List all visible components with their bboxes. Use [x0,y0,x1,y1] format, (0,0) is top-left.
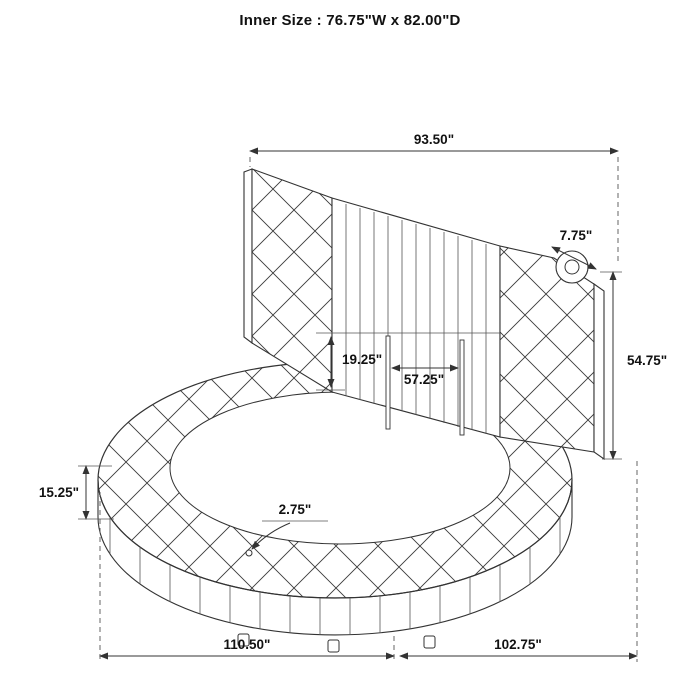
bed-feet [237,633,436,653]
foot-center [327,639,340,653]
dim-scroll-label: 7.75" [560,228,593,243]
side-rail-panel-lines [109,517,561,635]
dim-tuft-depth-label: 2.75" [279,502,312,517]
headboard-right-edge [593,282,605,461]
scroll-outer [555,250,589,284]
dim-scroll-line [551,246,597,270]
dimension-annotations: 93.50" 7.75" 54.75" 19.25" 57.25" 15.25" [39,132,667,662]
channel-tufting-lines [345,204,487,434]
foot-right [423,635,436,649]
platform-side-rail [97,479,573,636]
dim-top-width-label: 93.50" [414,132,454,147]
headboard [243,168,605,461]
leader-tuft [251,522,291,550]
dim-headboard-height-label: 54.75" [627,353,667,368]
tuft-button [245,549,253,557]
headboard-left-wing-tufted [251,168,333,393]
dim-inner-span-label: 57.25" [404,372,444,387]
headboard-left-edge [243,168,253,345]
foot-left [237,633,250,647]
inner-size-title: Inner Size : 76.75"W x 82.00"D [239,12,461,29]
dim-bottom-depth-label: 102.75" [494,637,542,652]
dim-rail-height-label: 15.25" [39,485,79,500]
support-leg-left [385,335,391,430]
dim-deck-height-label: 19.25" [342,352,382,367]
dim-bottom-width-label: 110.50" [224,637,271,652]
support-leg-right [459,339,465,436]
